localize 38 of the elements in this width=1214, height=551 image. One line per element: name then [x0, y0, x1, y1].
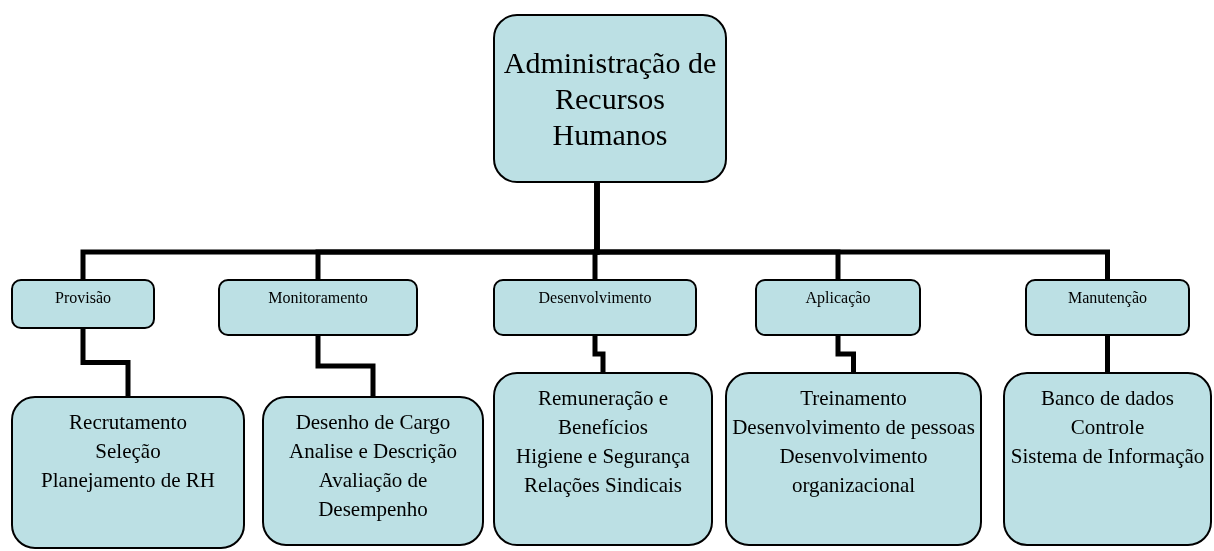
rounded-box	[1025, 279, 1190, 336]
rounded-box	[262, 396, 484, 546]
connector-line	[835, 336, 856, 372]
rounded-box	[493, 372, 713, 546]
box-text: Aplicação	[805, 288, 871, 308]
rounded-box	[493, 279, 697, 336]
connector-line	[315, 336, 376, 396]
rounded-box	[1003, 372, 1212, 546]
rounded-box	[493, 14, 727, 183]
rounded-box	[11, 396, 245, 549]
box-text: Recrutamento	[69, 409, 187, 436]
rounded-box	[218, 279, 418, 336]
rounded-box	[725, 372, 982, 546]
rounded-box	[11, 279, 155, 329]
box-text: Seleção	[95, 437, 161, 465]
box-text: Desenvolvimento	[538, 288, 652, 308]
connector-line	[80, 329, 131, 396]
box-text: Monitoramento	[268, 288, 368, 308]
box-text: Relações Sindicais	[523, 471, 682, 499]
box-text: Sistema de Informação	[1010, 442, 1205, 470]
box-text: Planejamento de RH	[41, 466, 215, 494]
rounded-box	[755, 279, 921, 336]
connector-line	[592, 336, 606, 372]
box-text: Remuneração e Benefícios	[537, 385, 669, 441]
box-text: Provisão	[55, 288, 111, 308]
box-text: Desenvolvimento de pessoas	[732, 413, 975, 441]
box-text: Manutenção	[1067, 288, 1148, 308]
box-text: Banco de dados	[1041, 385, 1174, 412]
box-text: Higiene e Segurança	[516, 442, 690, 470]
box-text: Avaliação de Desempenho	[317, 466, 429, 523]
box-text: Analise e Descrição	[289, 437, 457, 465]
box-text: Administração de Recursos Humanos	[502, 44, 718, 153]
box-text: Treinamento	[800, 385, 907, 412]
connector-line	[1105, 336, 1110, 372]
box-text: Controle	[1070, 413, 1145, 441]
box-text: Desenvolvimento organizacional	[778, 442, 929, 499]
connector-line	[594, 183, 1110, 279]
box-text: Desenho de Cargo	[295, 409, 451, 436]
